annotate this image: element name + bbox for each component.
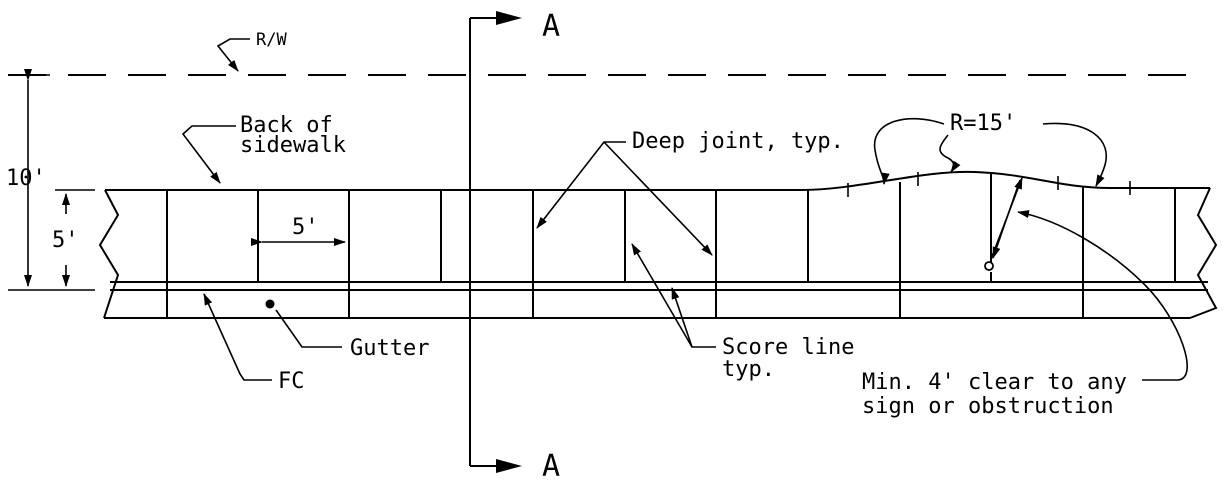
clearance-label-line1: Min. 4' clear to any [862,370,1127,395]
dim-5ft-panel-label: 5' [292,215,319,240]
break-line-right [1189,187,1218,319]
radius-leader [873,117,945,185]
deep-joint-leader [603,141,713,256]
back-of-sidewalk-leader [181,125,236,184]
obstruction-point [984,261,994,271]
section-arrowhead-top [496,11,522,25]
section-label-bottom: A [542,449,560,481]
back-of-sidewalk-label-line1: Back of [240,113,333,138]
break-line-left [98,189,120,319]
deep-joint-leader [536,141,626,229]
section-arrowhead-bottom [496,459,522,473]
clearance-leader [1017,210,1188,381]
right-of-way-leader [216,38,250,72]
clearance-label-line2: sign or obstruction [862,394,1114,419]
fc-label: FC [278,369,305,394]
back-of-sidewalk-label-line2: sidewalk [240,133,346,158]
radius-leader [1042,122,1107,187]
score-line-leader [671,287,693,348]
back-of-sidewalk-edge [105,170,1210,191]
gutter-point [265,299,275,309]
dim-5ft-vertical-label: 5' [52,228,79,253]
radius-leader [939,134,961,173]
gutter-leader [275,309,342,348]
right-of-way-label: R/W [256,30,287,50]
section-label-top: A [542,9,560,44]
gutter-label: Gutter [350,336,429,361]
deep-joint-label: Deep joint, typ. [632,129,844,154]
dim-10ft-label: 10' [6,166,46,191]
score-line-label-line2: typ. [722,357,775,382]
score-line-label-line1: Score line [722,335,854,360]
fc-leader [203,293,272,381]
clearance-dim-line [992,179,1021,259]
radius-label: R=15' [950,111,1016,136]
